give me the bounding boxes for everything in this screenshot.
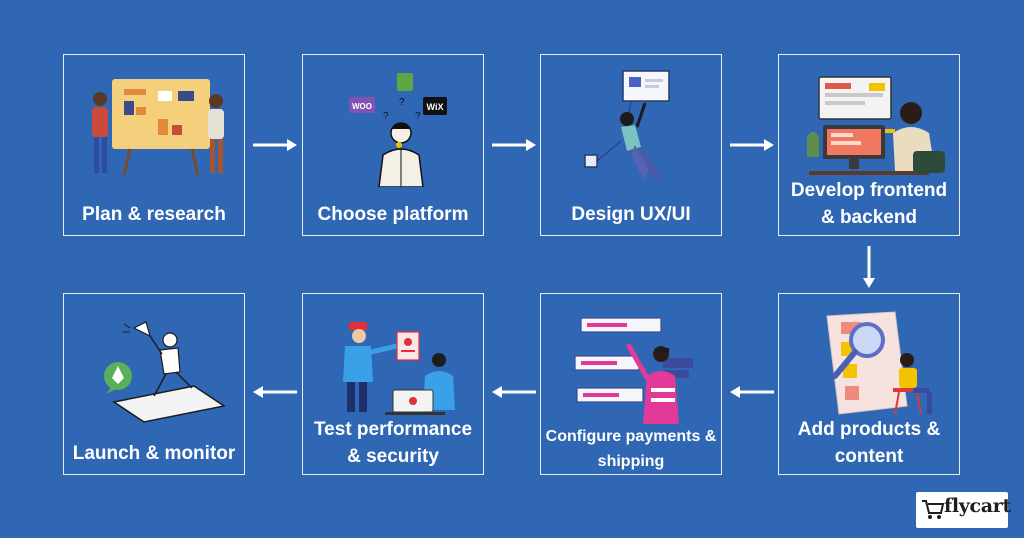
svg-text:?: ? bbox=[399, 97, 405, 108]
step-label: Configure payments & shipping bbox=[545, 428, 717, 470]
step-label: Plan & research bbox=[82, 204, 226, 225]
wix-badge: WiX bbox=[427, 102, 444, 112]
step-label: Choose platform bbox=[317, 204, 469, 225]
arrow-right-icon bbox=[253, 139, 297, 151]
arrow-left-icon bbox=[730, 386, 774, 398]
step-label: Design UX/UI bbox=[571, 204, 691, 225]
step-label: Test performance & security bbox=[313, 419, 473, 467]
arrow-down-icon bbox=[863, 246, 875, 288]
step-card-configure-payments: Configure payments & shipping bbox=[540, 293, 722, 475]
choose-platform-illustration: WOO WiX ? ? ? bbox=[349, 73, 447, 187]
step-card-choose-platform: WOO WiX ? ? ? Choose platform bbox=[302, 54, 484, 236]
step-label: Add products & content bbox=[797, 419, 941, 467]
launch-illustration bbox=[104, 321, 226, 423]
shopify-icon bbox=[397, 73, 413, 91]
arrow-right-icon bbox=[492, 139, 536, 151]
design-illustration bbox=[584, 70, 670, 181]
payments-illustration bbox=[574, 317, 693, 424]
arrow-left-icon bbox=[492, 386, 536, 398]
step-label: Launch & monitor bbox=[72, 443, 236, 464]
step-card-test-performance: Test performance & security bbox=[302, 293, 484, 475]
flycart-logo: flycart bbox=[916, 492, 1011, 528]
step-card-design-ux-ui: Design UX/UI bbox=[540, 54, 722, 236]
products-illustration bbox=[826, 311, 932, 415]
arrow-left-icon bbox=[253, 386, 297, 398]
cart-icon bbox=[922, 500, 945, 519]
woocommerce-badge: WOO bbox=[352, 102, 372, 111]
step-card-launch-monitor: Launch & monitor bbox=[63, 293, 245, 475]
step-card-develop: Develop frontend & backend bbox=[778, 54, 960, 236]
planning-illustration bbox=[92, 79, 224, 176]
logo-name: flycart bbox=[944, 495, 1011, 517]
developer-illustration bbox=[807, 76, 945, 175]
step-label: Develop frontend & backend bbox=[790, 180, 948, 228]
svg-text:?: ? bbox=[415, 111, 421, 122]
svg-text:?: ? bbox=[383, 111, 389, 122]
arrow-right-icon bbox=[730, 139, 774, 151]
step-card-add-products: Add products & content bbox=[778, 293, 960, 475]
step-card-plan-research: Plan & research bbox=[63, 54, 245, 236]
testing-illustration bbox=[343, 322, 455, 415]
